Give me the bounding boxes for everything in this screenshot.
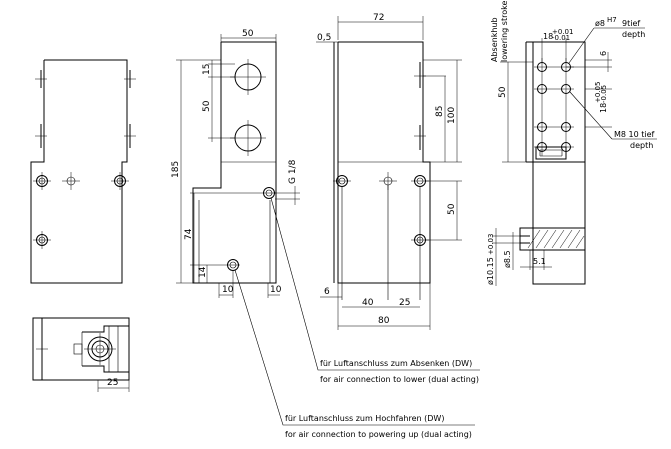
bore-lower	[230, 120, 266, 156]
dim-185: 185	[171, 161, 181, 178]
dim-25: 25	[107, 378, 118, 388]
dim-50-detail: 50	[498, 86, 508, 98]
dim-80: 80	[378, 316, 390, 326]
dim-6: 6	[324, 287, 330, 297]
hole-grid	[534, 58, 574, 156]
view-bottom-top: 25	[32, 317, 130, 392]
dim-50-top: 50	[242, 29, 254, 39]
tol-18-upper: +0.01	[552, 28, 573, 36]
callout-lower-en: for air connection to lower (dual acting…	[320, 375, 479, 384]
tol-18-lower: -0.01	[552, 34, 570, 42]
callout-up-de: für Luftanschluss zum Hochfahren (DW)	[285, 414, 444, 423]
dim-5-1: 5.1	[533, 257, 546, 266]
tol2-upper: +0.05	[594, 82, 602, 103]
dim-85: 85	[435, 106, 445, 117]
thread-m8-depth: depth	[630, 141, 653, 150]
dim-100: 100	[447, 107, 457, 124]
dim-74: 74	[184, 228, 194, 240]
view-front: 50 15 50 185 74 14 10 10 G 1/8	[171, 29, 300, 298]
callout-lower-de: für Luftanschluss zum Absenken (DW)	[320, 359, 472, 368]
stroke-label-en: lowering stroke	[500, 1, 509, 62]
dia-10-15-tol: +0.03	[487, 234, 495, 255]
stroke-label-de: Absenkhub	[490, 17, 499, 62]
air-port-upper	[226, 259, 240, 271]
bore-upper	[230, 59, 266, 95]
dim-72: 72	[373, 13, 384, 23]
bore-fit: H7	[607, 16, 617, 24]
view-left-side	[30, 59, 136, 284]
thread-m8: M8 10 tief	[614, 130, 655, 139]
hole-marker	[333, 175, 351, 187]
hole-marker	[33, 172, 51, 190]
dim-50-right: 50	[447, 203, 457, 215]
bore-depth-de: 9tief	[622, 19, 640, 28]
section-hatch	[519, 227, 586, 251]
callout-lower: für Luftanschluss zum Absenken (DW) for …	[270, 197, 480, 384]
callout-up: für Luftanschluss zum Hochfahren (DW) fo…	[234, 269, 475, 439]
tol-18: 18	[543, 32, 553, 41]
thread-g18: G 1/8	[288, 159, 298, 184]
tol2-lower: -0.05	[600, 85, 608, 103]
dia-8-5: ø8.5	[503, 250, 512, 268]
dim-10-right: 10	[270, 285, 282, 295]
callout-up-en: for air connection to powering up (dual …	[285, 430, 472, 439]
dim-40: 40	[362, 298, 374, 308]
view-right: 72 0,5 85 100 50 6 40 25 80	[316, 13, 462, 330]
view-detail: Absenkhub lowering stroke 50 18 +0.01 -0…	[486, 1, 657, 286]
tol2-18: 18	[599, 103, 608, 113]
dia-10-15: ø10.15	[486, 257, 495, 285]
dim-6-detail: 6	[599, 51, 608, 56]
hole-marker	[111, 172, 129, 190]
dim-0-5: 0,5	[317, 33, 331, 43]
air-port-lower	[262, 187, 276, 199]
dim-10-left: 10	[222, 285, 234, 295]
dim-25-right: 25	[399, 298, 410, 308]
hole-marker	[33, 231, 51, 249]
bore-spec: ø8	[595, 19, 605, 28]
hole-marker	[62, 172, 80, 190]
dim-15: 15	[202, 64, 212, 75]
dim-50-mid: 50	[202, 100, 212, 112]
bore-depth-en: depth	[622, 30, 645, 39]
dim-14: 14	[198, 266, 208, 278]
